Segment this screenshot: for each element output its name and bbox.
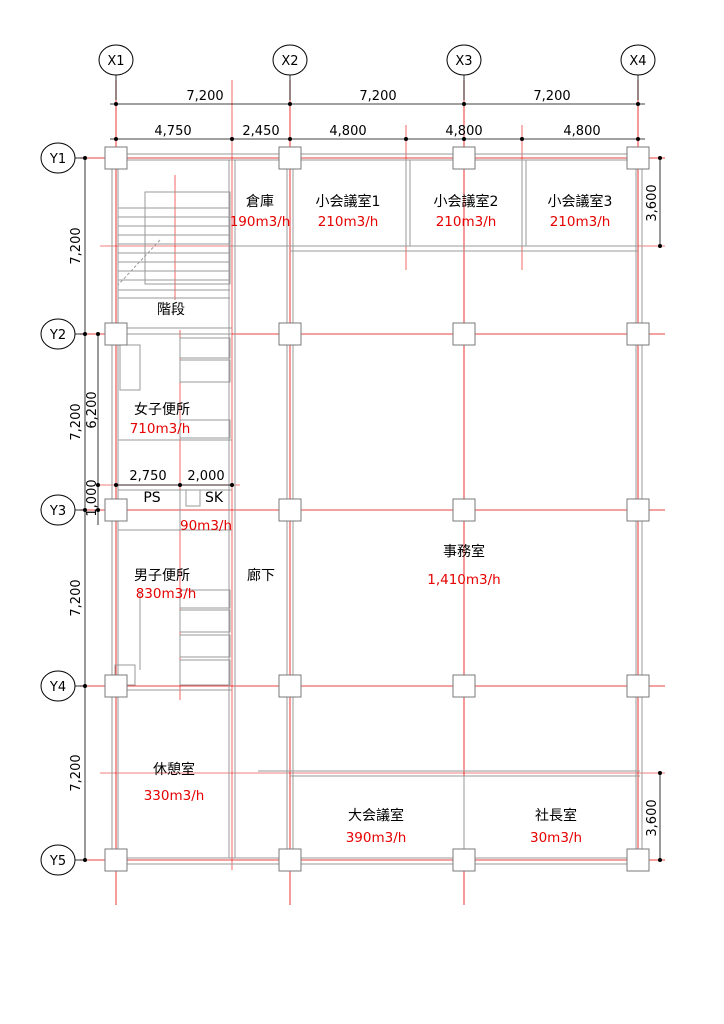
axis-bubbles (40, 44, 656, 876)
axis-label-y1: Y1 (49, 152, 66, 167)
dim-top-sub-2: 2,450 (242, 124, 279, 139)
room-name-women: 女子便所 (134, 401, 190, 418)
axis-leaders (75, 75, 639, 861)
room-name-souko: 倉庫 (246, 193, 274, 210)
room-flow-small3: 210m3/h (550, 214, 611, 230)
walls (111, 153, 643, 865)
dim-top-sub-5: 4,800 (563, 124, 600, 139)
room-flow-souko: 190m3/h (230, 214, 291, 230)
dim-top-span-2: 7,200 (359, 89, 396, 104)
room-name-lounge: 休憩室 (153, 761, 195, 778)
axis-label-y5: Y5 (49, 854, 66, 869)
room-name-small2: 小会議室2 (434, 193, 499, 210)
columns (104, 146, 650, 872)
dim-top-sub-3: 4,800 (329, 124, 366, 139)
room-flow-small2: 210m3/h (436, 214, 497, 230)
axis-label-x3: X3 (455, 54, 472, 69)
room-flow-men: 830m3/h (136, 586, 197, 602)
axis-label-y3: Y3 (49, 504, 66, 519)
dim-ps-width: 2,750 (129, 469, 166, 484)
dim-top-sub-4: 4,800 (445, 124, 482, 139)
dim-right-2: 3,600 (645, 799, 660, 836)
axis-label-y2: Y2 (49, 328, 66, 343)
room-name-large: 大会議室 (348, 807, 404, 824)
axis-label-y4: Y4 (49, 680, 66, 695)
dim-top-span-1: 7,200 (186, 89, 223, 104)
room-name-president: 社長室 (535, 807, 577, 824)
room-name-office: 事務室 (443, 543, 485, 560)
dimension-ticks (83, 102, 662, 862)
room-name-ps: PS (143, 490, 160, 506)
room-name-men: 男子便所 (134, 568, 190, 584)
dim-right-1: 3,600 (645, 184, 660, 221)
dim-top-span-3: 7,200 (533, 89, 570, 104)
dim-left-sub-2: 1,000 (85, 479, 100, 516)
room-name-sk: SK (205, 490, 224, 506)
dim-left-span-1: 7,200 (69, 227, 84, 264)
dim-top-sub-1: 4,750 (154, 124, 191, 139)
room-name-kaidan: 階段 (157, 302, 185, 318)
room-flow-small1: 210m3/h (318, 214, 379, 230)
room-flow-office: 1,410m3/h (427, 572, 501, 588)
axis-label-x4: X4 (629, 54, 646, 69)
room-flow-sk: 90m3/h (180, 518, 232, 534)
axis-label-x1: X1 (107, 54, 124, 69)
dim-left-sub-1: 6,200 (85, 391, 100, 428)
dim-left-span-3: 7,200 (69, 579, 84, 616)
room-flow-women: 710m3/h (130, 421, 191, 437)
room-flow-lounge: 330m3/h (144, 788, 205, 804)
room-flow-large: 390m3/h (346, 830, 407, 846)
room-name-small1: 小会議室1 (316, 193, 381, 210)
dim-left-span-4: 7,200 (69, 754, 84, 791)
room-name-corridor: 廊下 (247, 567, 275, 584)
axis-label-x2: X2 (281, 54, 298, 69)
dim-sk-width: 2,000 (187, 469, 224, 484)
room-name-small3: 小会議室3 (548, 193, 613, 210)
dim-left-span-2: 7,200 (69, 403, 84, 440)
dimension-lines (84, 103, 661, 862)
room-flow-president: 30m3/h (530, 830, 582, 846)
